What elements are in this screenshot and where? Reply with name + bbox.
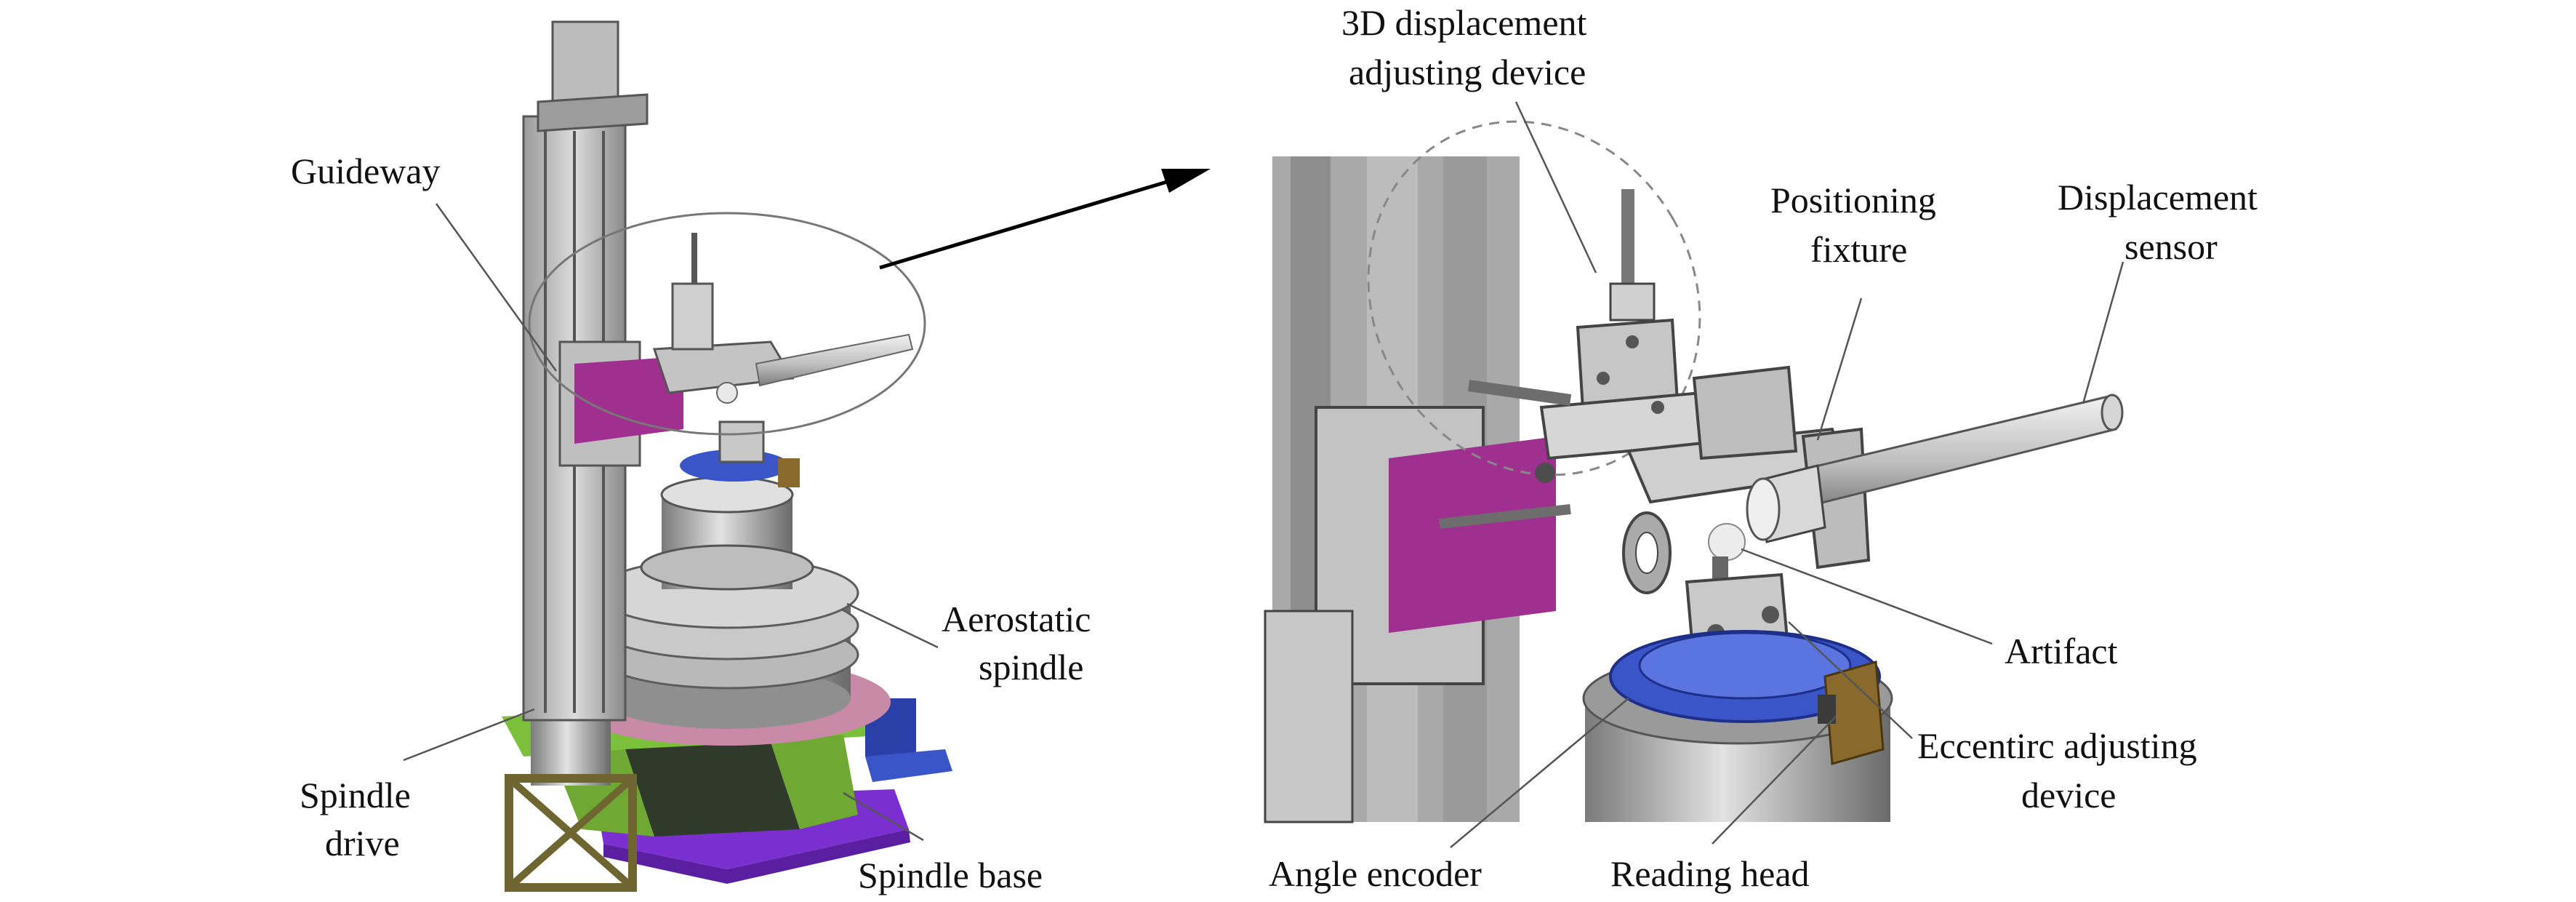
small-motor — [865, 698, 952, 782]
label-displacement-sensor: Displacement sensor — [2058, 177, 2266, 267]
labels: Guideway Aerostatic spindle Spindle driv… — [291, 2, 2266, 895]
zoom-arrow — [879, 169, 1211, 270]
label-reading-head: Reading head — [1610, 853, 1810, 894]
leader-3d-adjust — [1514, 101, 1597, 274]
leader-artifact — [1741, 548, 1993, 645]
leader-eccentric — [1788, 621, 1913, 739]
displacement-sensor — [1746, 394, 2124, 543]
leader-sensor — [2082, 261, 2124, 404]
magenta-plate — [1389, 436, 1556, 633]
aerostatic-spindle — [595, 476, 859, 729]
label-positioning-fixture: Positioning fixture — [1770, 180, 1945, 270]
displacement-adjusting-device — [1439, 189, 1711, 529]
label-artifact: Artifact — [2005, 631, 2118, 671]
leader-spindle-drive — [403, 708, 535, 762]
label-spindle-drive: Spindle drive — [300, 775, 420, 863]
overall-machine — [502, 20, 952, 892]
reading-head — [1818, 660, 1885, 765]
artifact-sphere — [1708, 523, 1746, 561]
leader-lines — [403, 101, 2124, 848]
zoomed-detail — [1264, 120, 2124, 823]
leader-aerostatic — [846, 602, 939, 649]
angle-encoder — [1582, 630, 1893, 822]
leader-reading-head — [1712, 716, 1837, 845]
detail-circle — [528, 212, 926, 436]
reading-head-small — [778, 458, 800, 487]
label-angle-encoder: Angle encoder — [1269, 853, 1482, 894]
carriage — [558, 233, 914, 467]
label-3d-displacement-adjusting-device: 3D displacement adjusting device — [1341, 2, 1596, 92]
label-spindle-base: Spindle base — [858, 855, 1043, 895]
label-guideway: Guideway — [291, 151, 441, 191]
leader-angle-encoder — [1450, 698, 1629, 848]
label-aerostatic-spindle: Aerostatic spindle — [942, 599, 1100, 687]
leader-guideway — [435, 203, 558, 372]
leader-positioning — [1816, 298, 1863, 441]
leader-spindle-base — [843, 791, 924, 842]
label-eccentric-adjusting-device: Eccentirc adjusting device — [1917, 725, 2206, 815]
dashed-outline — [1367, 120, 1701, 476]
